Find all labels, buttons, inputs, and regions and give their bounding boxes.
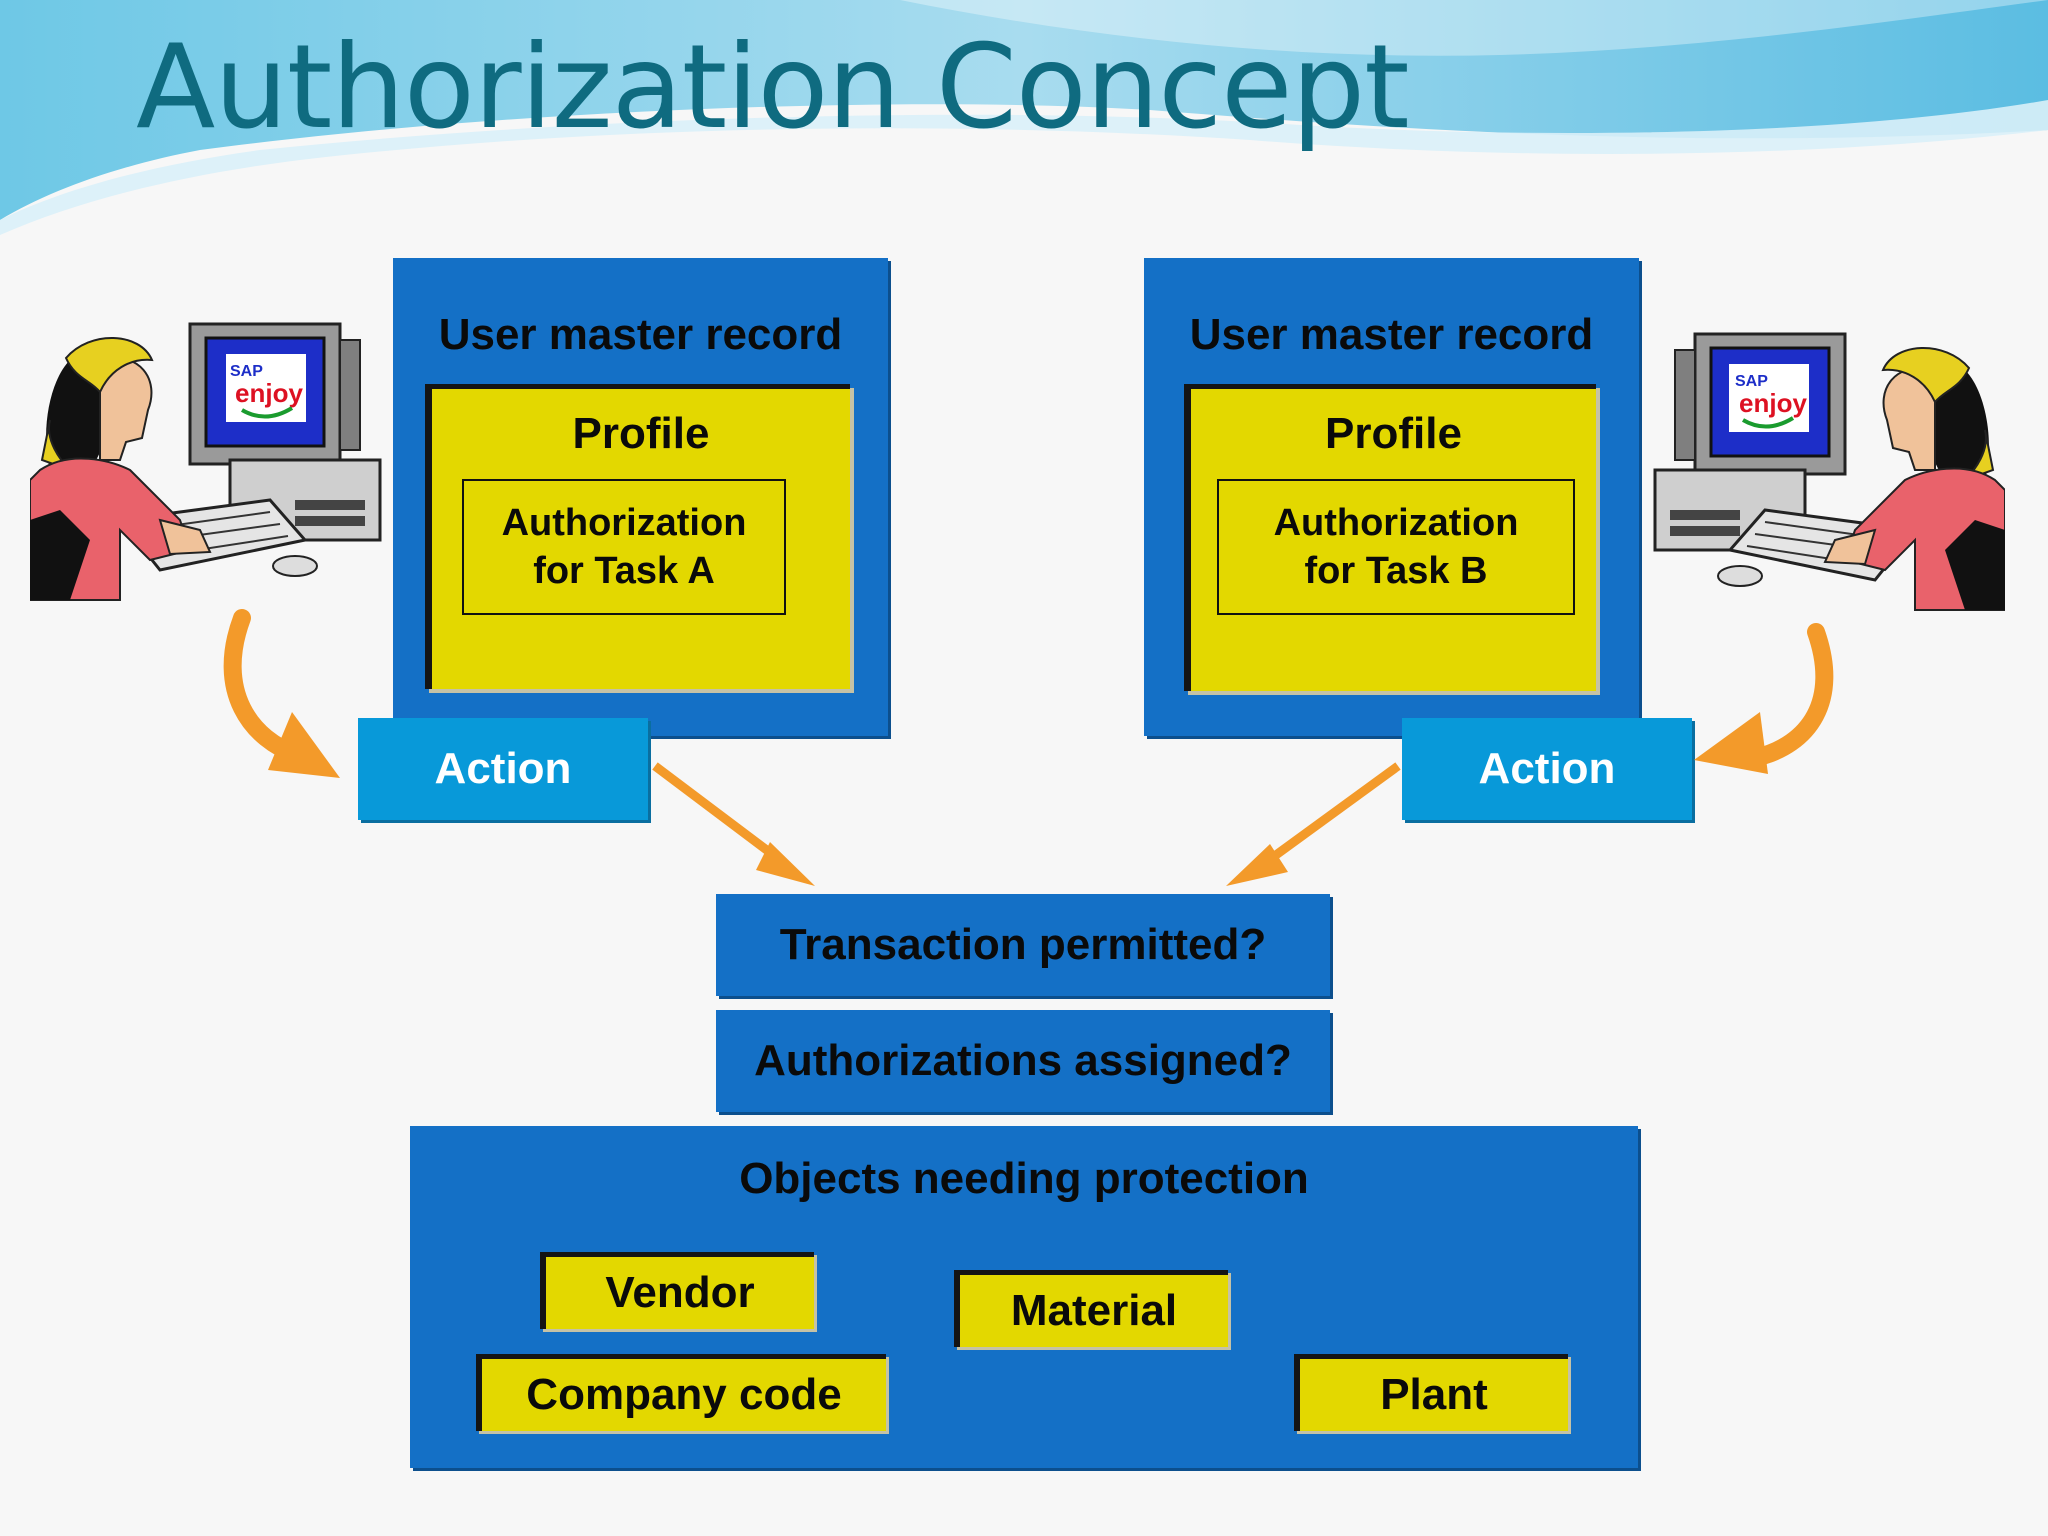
user-master-record-label: User master record (438, 310, 843, 359)
authorization-box-task-a: Authorization for Task A (462, 479, 786, 615)
objects-needing-protection: Objects needing protection Vendor Materi… (410, 1126, 1638, 1468)
profile-label: Profile (572, 409, 710, 458)
diagonal-arrow-left (652, 762, 815, 886)
svg-text:SAP: SAP (230, 363, 263, 380)
user-master-record-label: User master record (1189, 310, 1594, 359)
curved-arrow-left (223, 609, 340, 778)
object-plant: Plant (1294, 1354, 1568, 1431)
authorization-box-task-b: Authorization for Task B (1217, 479, 1575, 615)
user-at-computer-left: SAP enjoy (30, 322, 382, 601)
user-master-record-left: User master record Profile Authorization… (393, 258, 888, 736)
transaction-permitted-check: Transaction permitted? (716, 894, 1330, 996)
object-company-code: Company code (476, 1354, 886, 1431)
diagonal-arrow-right (1226, 762, 1401, 886)
svg-text:enjoy: enjoy (235, 378, 303, 408)
profile-box-right: Profile Authorization for Task B (1184, 384, 1596, 691)
curved-arrow-right (1694, 623, 1834, 774)
svg-text:enjoy: enjoy (1739, 388, 1807, 418)
user-at-computer-right: SAP enjoy (1653, 332, 2005, 611)
objects-title: Objects needing protection (739, 1154, 1309, 1203)
authorization-label: Authorization for Task B (1273, 502, 1519, 592)
profile-box-left: Profile Authorization for Task A (425, 384, 850, 689)
action-box-right: Action (1402, 718, 1692, 820)
object-vendor: Vendor (540, 1252, 814, 1329)
object-material: Material (954, 1270, 1228, 1347)
computer-monitor-icon (1674, 332, 1847, 476)
slide-title: Authorization Concept (136, 20, 1410, 155)
authorization-label: Authorization for Task A (501, 502, 747, 592)
svg-text:SAP: SAP (1735, 373, 1768, 390)
profile-label: Profile (1325, 409, 1462, 458)
user-master-record-right: User master record Profile Authorization… (1144, 258, 1639, 736)
authorizations-assigned-check: Authorizations assigned? (716, 1010, 1330, 1112)
action-box-left: Action (358, 718, 648, 820)
computer-monitor-icon: SAP enjoy (188, 322, 361, 466)
header-wave-background (0, 0, 2048, 235)
